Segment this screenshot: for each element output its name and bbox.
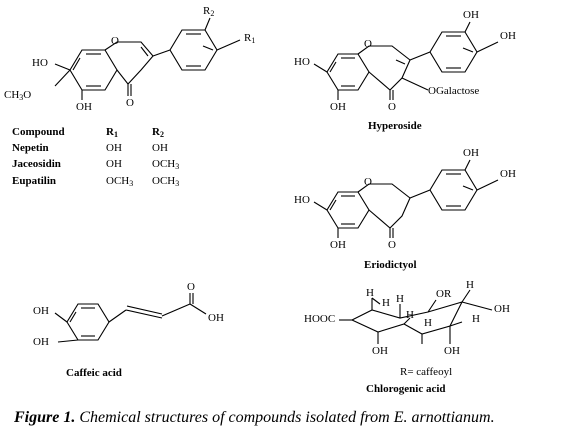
hyperoside-skeleton — [313, 21, 499, 100]
chlorogenic-h-label: H — [424, 317, 432, 329]
eriodictyol-oh-bottom-label: OH — [330, 239, 346, 251]
caffeic-name: Caffeic acid — [66, 367, 122, 379]
flavone-r1-label: R1 — [244, 32, 256, 45]
table-row-eupatilin-r1: OCH3 — [106, 175, 134, 188]
eriodictyol-name: Eriodictyol — [364, 259, 417, 271]
table-row-eupatilin-r2: OCH3 — [152, 175, 180, 188]
hyperoside-ring-o-label: O — [364, 38, 372, 50]
eriodictyol-oh-top-label: OH — [463, 147, 479, 159]
chlorogenic-r-definition: R= caffeoyl — [400, 366, 453, 378]
hyperoside-oh-right-label: OH — [500, 30, 516, 42]
chlorogenic-h-label: H — [366, 287, 374, 299]
eriodictyol-oh-right-label: OH — [500, 168, 516, 180]
hyperoside-ho-label: HO — [294, 56, 310, 68]
caffeic-oh1-label: OH — [33, 305, 49, 317]
eriodictyol-ring-o-label: O — [364, 176, 372, 188]
chlorogenic-h-label: H — [396, 293, 404, 305]
table-row-eupatilin-name: Eupatilin — [12, 175, 57, 187]
flavone-keto-o-label: O — [126, 97, 134, 109]
chlorogenic-h-label: H — [472, 313, 480, 325]
hyperoside-ogalactose-label: OGalactose — [428, 85, 480, 97]
chlorogenic-acid-skeleton — [339, 289, 493, 344]
caffeic-acid-skeleton — [54, 293, 207, 343]
chlorogenic-oh-mid-label: OH — [444, 345, 460, 357]
flavone-oh-label: OH — [76, 101, 92, 113]
caffeic-o-label: O — [187, 281, 195, 293]
table-row-nepetin-r2: OH — [152, 142, 168, 154]
chlorogenic-h-label: H — [382, 297, 390, 309]
table-row-jaceosidin-name: Jaceosidin — [12, 158, 61, 170]
flavone-ho-label: HO — [32, 57, 48, 69]
chlorogenic-h-label: H — [406, 309, 414, 321]
caption-text: Chemical structures of compounds isolate… — [75, 409, 495, 426]
hyperoside-name: Hyperoside — [368, 120, 422, 132]
table-row-jaceosidin-r2: OCH3 — [152, 158, 180, 171]
flavone-skeleton — [54, 17, 241, 100]
table-row-nepetin-r1: OH — [106, 142, 122, 154]
flavone-r2-label: R2 — [203, 5, 215, 18]
table-header-r2: R2 — [152, 126, 164, 139]
caption-label: Figure 1. — [14, 409, 76, 426]
caffeic-oh2-label: OH — [33, 336, 49, 348]
table-row-jaceosidin-r1: OH — [106, 158, 122, 170]
flavone-ch3o-label: CH3O — [4, 89, 32, 102]
hyperoside-oh-bottom-label: OH — [330, 101, 346, 113]
table-row-nepetin-name: Nepetin — [12, 142, 49, 154]
flavone-ring-o-label: O — [111, 35, 119, 47]
chlorogenic-oh-left-label: OH — [372, 345, 388, 357]
chlorogenic-h-label: H — [466, 279, 474, 291]
eriodictyol-ho-label: HO — [294, 194, 310, 206]
figure-caption: Figure 1. Chemical structures of compoun… — [14, 410, 495, 426]
chlorogenic-oh-right-label: OH — [494, 303, 510, 315]
table-header-compound: Compound — [12, 126, 65, 138]
chlorogenic-hooc-label: HOOC — [304, 313, 336, 325]
chlorogenic-or-label: OR — [436, 288, 452, 300]
eriodictyol-skeleton — [313, 159, 499, 238]
chlorogenic-name: Chlorogenic acid — [366, 383, 446, 395]
table-header-r1: R1 — [106, 126, 118, 139]
hyperoside-keto-o-label: O — [388, 101, 396, 113]
hyperoside-oh-top-label: OH — [463, 9, 479, 21]
eriodictyol-keto-o-label: O — [388, 239, 396, 251]
caffeic-oh-acid-label: OH — [208, 312, 224, 324]
